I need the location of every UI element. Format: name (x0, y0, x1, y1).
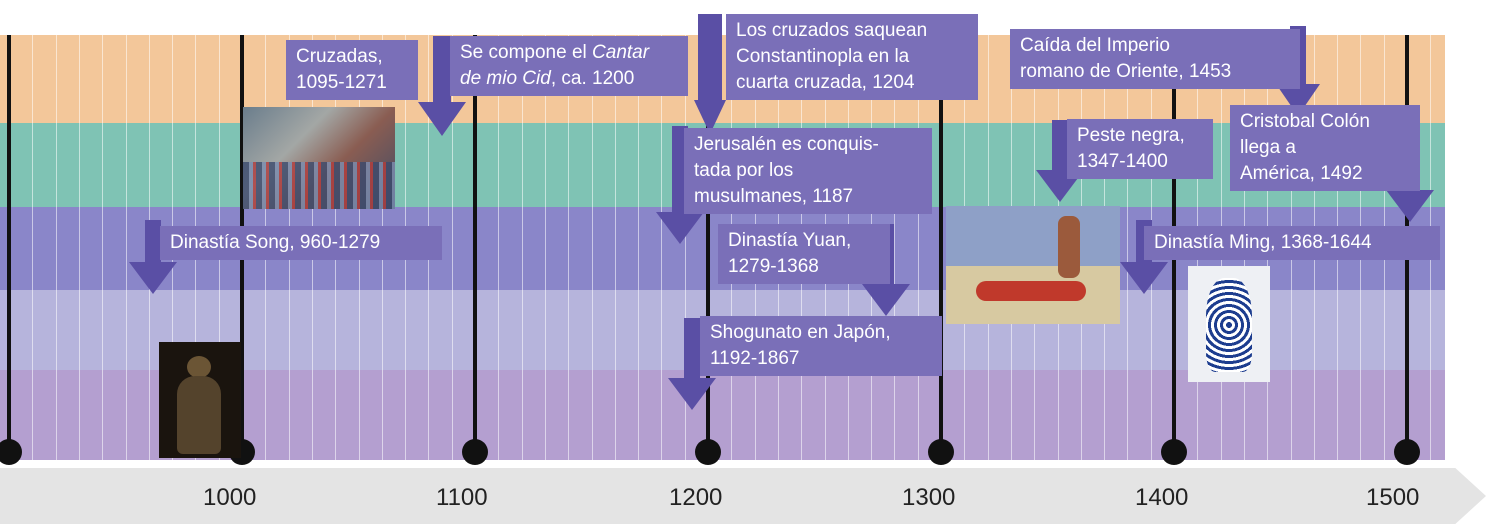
century-line-1300 (939, 35, 943, 453)
arrow-shogunato (668, 318, 716, 410)
arrow-song (129, 220, 177, 294)
decade-gridline (592, 35, 593, 460)
decade-gridline (102, 35, 103, 460)
decade-gridline (568, 35, 569, 460)
century-dot-1200 (695, 439, 721, 465)
century-dot-1400 (1161, 439, 1187, 465)
tick-label-1300: 1300 (902, 484, 956, 511)
decade-gridline (498, 35, 499, 460)
label-shogunato: Shogunato en Japón,1192-1867 (700, 316, 942, 376)
label-cantar-de-mio-cid: Se compone el Cantar de mio Cid, ca. 120… (450, 36, 688, 96)
arrow-cruzadas (418, 36, 466, 136)
decade-gridline (545, 35, 546, 460)
tick-label-1200: 1200 (669, 484, 723, 511)
tick-label-1100: 1100 (436, 484, 488, 511)
label-cruzadas: Cruzadas,1095-1271 (286, 40, 418, 100)
label-dinastia-song: Dinastía Song, 960-1279 (160, 226, 442, 260)
arrow-peste (1036, 120, 1084, 202)
decade-gridline (615, 35, 616, 460)
buddha-statue-image (159, 342, 241, 458)
label-peste-negra: Peste negra,1347-1400 (1067, 119, 1213, 179)
decade-gridline (32, 35, 33, 460)
tick-label-1500: 1500 (1366, 484, 1420, 511)
time-axis-arrow (0, 468, 1486, 524)
century-line-1100 (473, 35, 477, 453)
label-dinastia-yuan: Dinastía Yuan,1279-1368 (718, 224, 890, 284)
battle-painting-image (243, 107, 395, 209)
decade-gridline (56, 35, 57, 460)
decade-gridline (661, 35, 662, 460)
decade-gridline (638, 35, 639, 460)
arrow-jerusalen (656, 126, 704, 244)
century-line-1200 (706, 35, 710, 453)
century-dot-900 (0, 439, 22, 465)
decade-gridline (918, 35, 919, 460)
decade-gridline (1127, 35, 1128, 460)
decade-gridline (522, 35, 523, 460)
century-dot-1100 (462, 439, 488, 465)
century-dot-1500 (1394, 439, 1420, 465)
century-dot-1300 (928, 439, 954, 465)
ming-vase-image (1188, 266, 1270, 382)
decade-gridline (79, 35, 80, 460)
tick-label-1400: 1400 (1135, 484, 1189, 511)
decade-gridline (894, 35, 895, 460)
decade-gridline (452, 35, 453, 460)
decade-gridline (685, 35, 686, 460)
arrow-constantinopla (694, 14, 726, 134)
tick-label-1000: 1000 (203, 484, 257, 511)
decade-gridline (126, 35, 127, 460)
plague-illustration-image (946, 206, 1120, 324)
label-dinastia-ming: Dinastía Ming, 1368-1644 (1144, 226, 1440, 260)
century-line-900 (7, 35, 11, 453)
